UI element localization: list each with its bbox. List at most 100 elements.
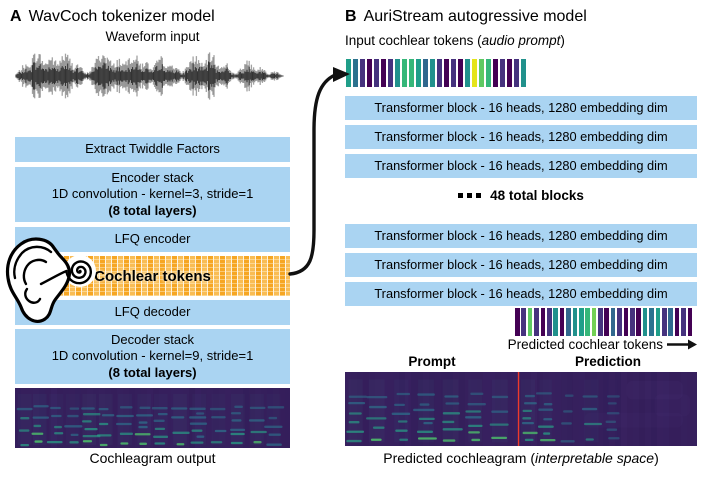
token-bar [668,308,673,336]
ellipsis-dot-icon [467,192,473,198]
token-bar [479,59,484,87]
token-bar [534,308,539,336]
ellipsis-dot-icon [458,192,464,198]
ear-canal-line [39,269,68,286]
ear-antihelix [22,258,48,286]
extract-twiddle-box: Extract Twiddle Factors [15,137,290,162]
token-bar [604,308,610,336]
token-bar [423,59,428,87]
input-tokens-prefix: Input cochlear tokens ( [345,33,482,48]
token-bar [687,308,693,336]
transformer-block-2: Transformer block - 16 heads, 1280 embed… [345,125,697,149]
transformer-block-4-label: Transformer block - 16 heads, 1280 embed… [374,227,668,243]
ear-cochlea-icon [5,237,96,323]
waveform-image [15,52,284,100]
transformer-block-3-label: Transformer block - 16 heads, 1280 embed… [374,157,668,173]
token-bar [437,59,442,87]
token-bar [444,59,449,87]
predicted-cochleagram-image [345,372,697,446]
panel-a-title-text: WavCoch tokenizer model [28,8,215,25]
cochlear-tokens-label: Cochlear tokens [94,267,211,285]
lfq-decoder-box: LFQ decoder [15,300,290,325]
output-caption-prefix: Predicted cochleagram ( [383,450,535,466]
token-bar [527,308,533,336]
output-caption-italic: interpretable space [535,450,655,466]
token-bar [572,308,578,336]
token-bar [681,308,686,336]
blocks-ellipsis-row: 48 total blocks [345,186,697,204]
panel-b-title: B AuriStream autogressive model [345,8,587,26]
token-bar [465,59,470,87]
token-bar [553,308,558,336]
token-bar [674,308,680,336]
transformer-block-1-label: Transformer block - 16 heads, 1280 embed… [374,99,668,115]
input-tokens-label: Input cochlear tokens (audio prompt) [345,33,565,48]
token-bar [566,308,571,336]
transformer-block-1: Transformer block - 16 heads, 1280 embed… [345,96,697,120]
token-bar [381,59,386,87]
encoder-line1: Encoder stack [111,169,194,185]
transformer-block-6-label: Transformer block - 16 heads, 1280 embed… [374,285,668,301]
encoder-line3: (8 total layers) [108,202,197,218]
lfq-decoder-label: LFQ decoder [114,304,191,320]
token-bar [578,308,584,336]
panel-a-title: A WavCoch tokenizer model [10,8,215,26]
decoder-line3: (8 total layers) [108,364,197,380]
token-bar [598,308,603,336]
panel-b-title-text: AuriStream autogressive model [363,8,587,25]
total-blocks-label: 48 total blocks [490,187,584,203]
encoder-line2: 1D convolution - kernel=3, stride=1 [51,186,254,202]
token-bar [472,59,477,87]
flow-arrow-head [333,67,350,82]
extract-twiddle-label: Extract Twiddle Factors [85,141,220,157]
ear-helix [13,245,53,280]
token-bar [395,59,400,87]
token-bar [486,59,491,87]
token-bar [655,308,661,336]
token-bar [388,59,393,87]
token-bar [507,59,512,87]
token-bar [402,59,407,87]
transformer-block-3: Transformer block - 16 heads, 1280 embed… [345,154,697,178]
token-bar [451,59,456,87]
token-bar [546,308,552,336]
output-caption-suffix: ) [654,450,659,466]
token-bar [514,59,519,87]
token-bar [559,308,565,336]
prompt-prediction-labels: Prompt Prediction [345,354,697,370]
decoder-stack-box: Decoder stack 1D convolution - kernel=9,… [15,329,290,384]
panel-a-letter: A [10,8,22,25]
right-arrow-icon [667,339,697,350]
token-bar [540,308,546,336]
cochleagram-output-image [15,388,290,448]
input-token-strip [346,59,526,87]
panel-b-letter: B [345,8,357,25]
transformer-block-4: Transformer block - 16 heads, 1280 embed… [345,224,697,248]
token-bar [585,308,590,336]
token-bar [500,59,505,87]
token-bar [630,308,635,336]
token-bar [591,308,597,336]
token-bar [610,308,616,336]
decoder-line2: 1D convolution - kernel=9, stride=1 [51,348,254,364]
token-bar [374,59,379,87]
lfq-encoder-box: LFQ encoder [15,227,290,252]
token-bar [623,308,629,336]
token-bar [636,308,642,336]
lfq-encoder-label: LFQ encoder [114,231,191,247]
predicted-tokens-label-row: Predicted cochlear tokens [345,337,697,352]
ear-outline [5,237,72,323]
token-bar [642,308,648,336]
token-bar [353,59,358,87]
predicted-tokens-label: Predicted cochlear tokens [507,337,663,352]
token-bar [521,308,526,336]
token-bar [346,59,351,87]
cochleagram-output-caption: Cochleagram output [89,450,216,466]
token-bar [617,308,622,336]
predicted-cochleagram-caption: Predicted cochleagram (interpretable spa… [345,450,697,466]
ear-tragus [24,287,42,304]
token-bar [416,59,421,87]
token-bar [649,308,654,336]
token-bar [409,59,414,87]
